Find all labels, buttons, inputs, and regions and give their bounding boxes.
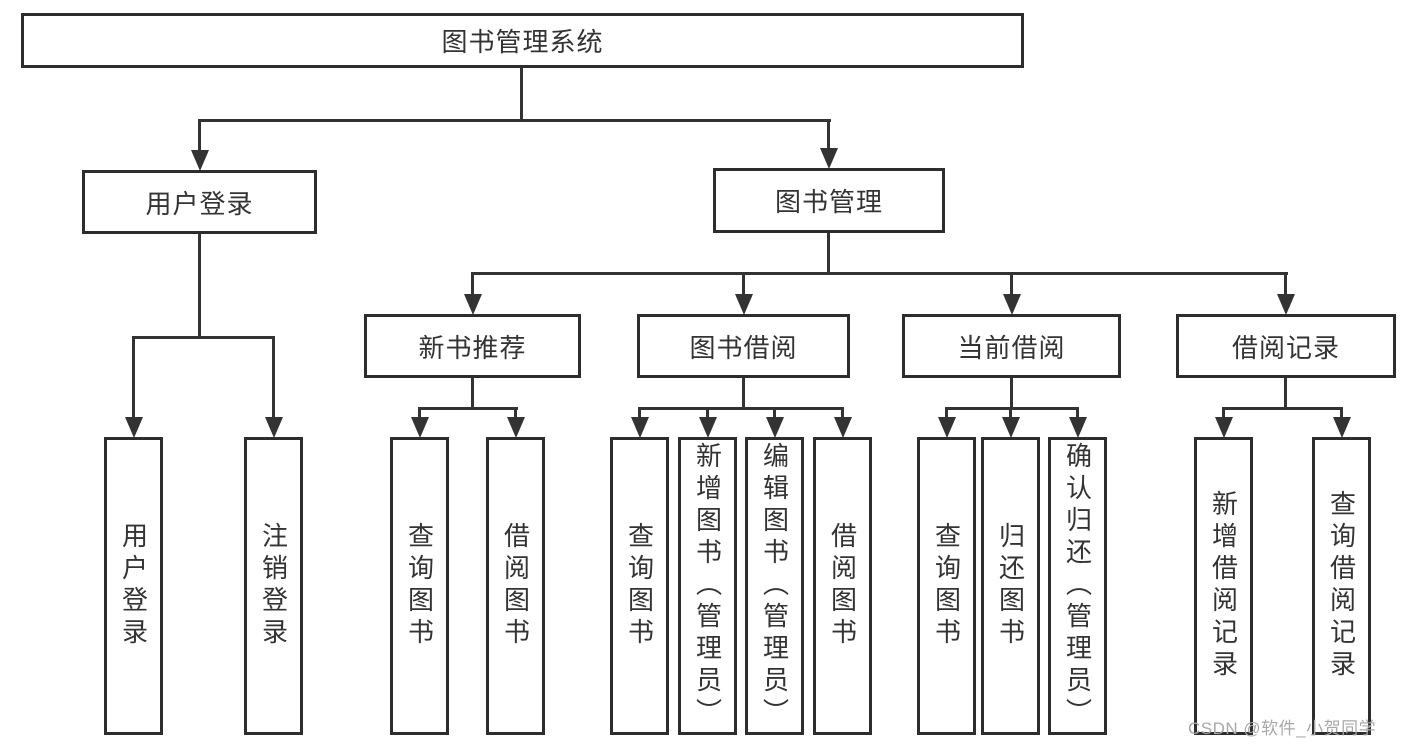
node-query-borrow-record: 查询借阅记录 [1312,437,1371,735]
arrowhead-new-book-rec [464,294,482,315]
node-query-books-borrowing: 查询图书 [610,437,669,735]
node-label: 新增借阅记录 [1208,490,1239,682]
connector-group4-trunk [1010,378,1013,407]
node-label: 归还图书 [995,522,1026,650]
node-label: 编辑图书（管理员） [759,442,790,730]
csdn-watermark: CSDN @软件_小贺同学 [1188,719,1377,738]
connector-shaft-cb-confirm [1076,407,1079,418]
node-edit-book-admin: 编辑图书（管理员） [745,437,804,735]
connector-group2-trunk [471,378,474,407]
node-label: 用户登录 [145,188,254,219]
node-label: 借阅图书 [827,522,858,650]
arrowhead-book-mgmt [820,148,838,169]
connector-group5-trunk [1284,378,1287,407]
node-logout-leaf: 注销登录 [244,437,303,735]
node-current-borrowing: 当前借阅 [902,314,1121,378]
arrowhead-br-query [1333,417,1351,438]
node-label: 注销登录 [258,522,289,650]
node-label: 借阅记录 [1231,332,1340,363]
connector-shaft-bb-edit [773,407,776,418]
arrowhead-book-borrow [735,294,753,315]
connector-shaft-br-query [1340,407,1343,418]
connector-group4-hline [945,407,1079,410]
arrowhead-login-leaf [125,417,143,438]
arrowhead-cb-confirm [1069,417,1087,438]
connector-group5-hline [1222,407,1343,410]
arrowhead-nb-query [411,417,429,438]
connector-user-login-trunk [198,234,201,336]
node-label: 图书借阅 [689,332,798,363]
connector-group1-hline [132,336,275,339]
connector-root-trunk [520,68,523,120]
node-user-login-leaf: 用户登录 [104,437,163,735]
arrowhead-current-borrow [1003,294,1021,315]
node-label: 图书管理系统 [441,27,604,57]
connector-shaft-bb-query [638,407,641,418]
arrowhead-nb-borrow [507,417,525,438]
arrowhead-logout-leaf [265,417,283,438]
connector-shaft-nb-borrow [514,407,517,418]
node-new-book-recommend: 新书推荐 [364,314,581,378]
node-user-login: 用户登录 [82,170,317,234]
connector-shaft-book-borrow [742,272,745,294]
connector-level3-hline [471,272,1288,275]
connector-shaft-borrow-records [1284,272,1287,294]
connector-shaft-user-login [198,119,201,150]
node-query-books-recommend: 查询图书 [390,437,449,735]
node-label: 确认归还（管理员） [1062,442,1093,730]
arrowhead-bb-query [631,417,649,438]
node-label: 新书推荐 [418,332,527,363]
node-label: 查询图书 [931,522,962,650]
node-label: 用户登录 [118,522,149,650]
node-label: 新增图书（管理员） [692,442,723,730]
node-borrowing-records: 借阅记录 [1176,314,1396,378]
node-add-borrow-record: 新增借阅记录 [1194,437,1253,735]
arrowhead-br-add [1215,417,1233,438]
connector-group3-trunk [742,378,745,407]
connector-level2-hline [198,119,831,122]
node-label: 查询图书 [404,522,435,650]
node-book-management: 图书管理 [713,168,945,233]
arrowhead-cb-query [938,417,956,438]
connector-group3-hline [638,407,844,410]
arrowhead-cb-return [1002,417,1020,438]
node-confirm-return-admin: 确认归还（管理员） [1048,437,1107,735]
node-add-book-admin: 新增图书（管理员） [678,437,737,735]
arrowhead-bb-borrow [834,417,852,438]
node-label: 当前借阅 [957,332,1066,363]
connector-shaft-cb-query [945,407,948,418]
connector-shaft-login-leaf [132,336,135,417]
node-label: 图书管理 [774,187,883,217]
node-label: 查询借阅记录 [1326,490,1357,682]
connector-shaft-book-mgmt [827,119,830,148]
node-borrow-books-recommend: 借阅图书 [486,437,545,735]
node-library-management-system: 图书管理系统 [21,13,1024,68]
node-query-books-current: 查询图书 [917,437,976,735]
connector-shaft-cb-return [1009,407,1012,418]
node-label: 查询图书 [624,522,655,650]
connector-group2-hline [418,407,518,410]
node-return-book: 归还图书 [981,437,1040,735]
connector-shaft-logout-leaf [272,336,275,417]
connector-shaft-bb-add [706,407,709,418]
connector-shaft-current-borrow [1010,272,1013,294]
arrowhead-bb-add [699,417,717,438]
node-book-borrowing: 图书借阅 [637,314,850,378]
connector-shaft-br-add [1222,407,1225,418]
node-borrow-books-borrowing: 借阅图书 [813,437,872,735]
arrowhead-borrow-records [1277,294,1295,315]
connector-shaft-nb-query [418,407,421,418]
node-label: 借阅图书 [500,522,531,650]
connector-book-mgmt-trunk [827,233,830,272]
arrowhead-bb-edit [766,417,784,438]
connector-shaft-bb-borrow [841,407,844,418]
connector-shaft-new-book-rec [471,272,474,294]
arrowhead-user-login [191,150,209,171]
